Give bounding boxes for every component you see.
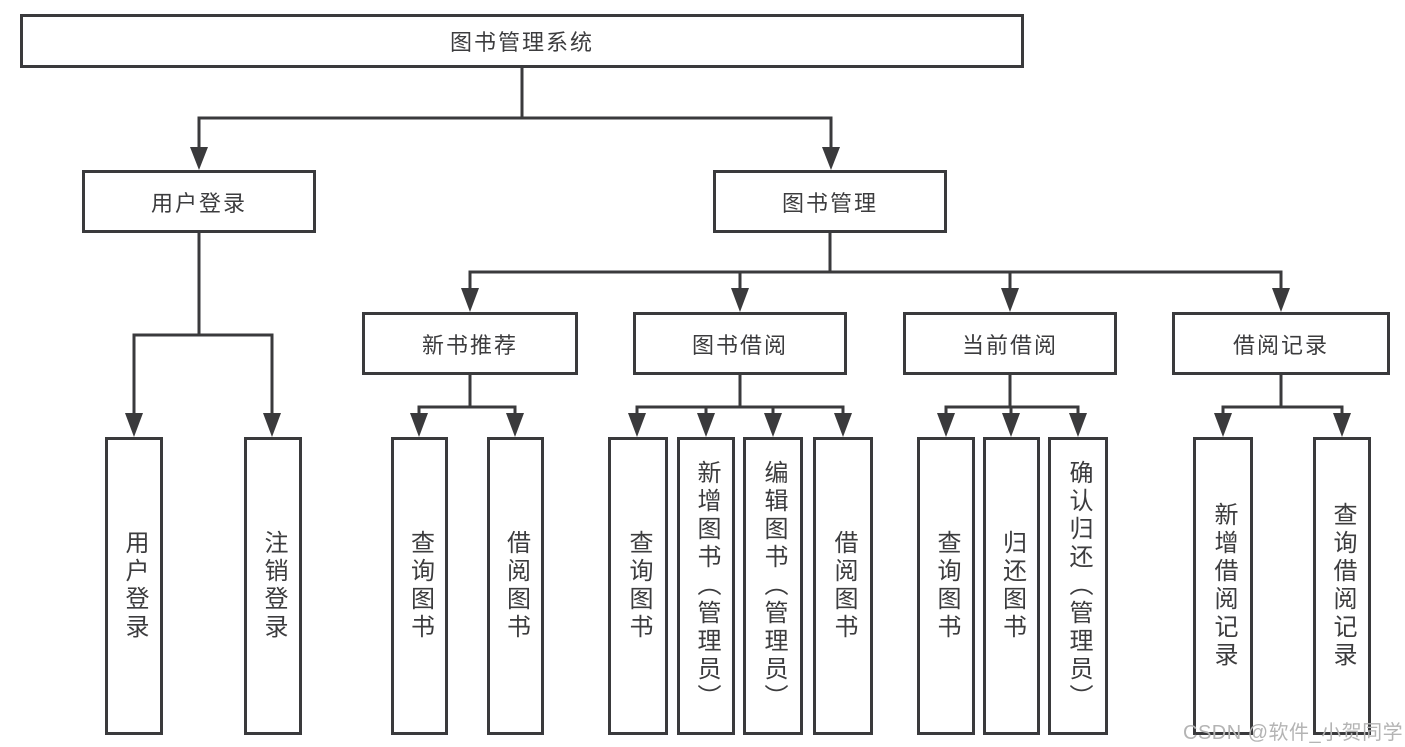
node-current-borrowing-label: 当前借阅 (961, 332, 1058, 358)
arrowhead-icon (190, 147, 208, 170)
leaf-edit-books-admin: 编辑图书（管理员） (743, 437, 803, 735)
node-borrowing-records-label: 借阅记录 (1232, 332, 1329, 358)
node-book-management: 图书管理 (713, 170, 947, 233)
arrowhead-icon (764, 413, 782, 437)
leaf-query-books-2: 查询图书 (608, 437, 668, 735)
arrowhead-icon (731, 288, 749, 312)
node-library-system-label: 图书管理系统 (449, 30, 594, 55)
leaf-borrow-books-1-label: 借阅图书 (502, 530, 530, 642)
leaf-query-books-2-label: 查询图书 (625, 530, 652, 642)
arrowhead-icon (1001, 288, 1019, 312)
leaf-query-books-1: 查询图书 (391, 437, 448, 735)
arrowhead-icon (1069, 413, 1087, 437)
tree-line (132, 66, 1344, 417)
leaf-add-borrow-record-label: 新增借阅记录 (1210, 502, 1237, 670)
leaf-return-books-label: 归还图书 (998, 530, 1026, 642)
arrowhead-icon (1214, 413, 1232, 437)
leaf-edit-books-admin-label: 编辑图书（管理员） (760, 460, 787, 712)
arrowhead-icon (1002, 413, 1020, 437)
arrowhead-icon (506, 413, 524, 437)
arrowhead-icon (628, 413, 646, 437)
node-user-login: 用户登录 (82, 170, 316, 233)
arrowhead-icon (263, 413, 281, 437)
leaf-return-books: 归还图书 (983, 437, 1040, 735)
arrowhead-icon (822, 147, 840, 170)
arrowhead-icon (461, 288, 479, 312)
arrowhead-icon (1272, 288, 1290, 312)
node-user-login-label: 用户登录 (150, 190, 247, 216)
leaf-borrow-books-2: 借阅图书 (813, 437, 873, 735)
leaf-query-borrow-record: 查询借阅记录 (1313, 437, 1371, 735)
arrowhead-icon (410, 413, 428, 437)
leaf-query-books-1-label: 查询图书 (406, 530, 434, 642)
node-borrowing-records: 借阅记录 (1172, 312, 1390, 375)
arrowhead-icon (125, 413, 143, 437)
leaf-confirm-return-admin: 确认归还（管理员） (1048, 437, 1108, 735)
leaf-borrow-books-2-label: 借阅图书 (830, 530, 857, 642)
leaf-add-borrow-record: 新增借阅记录 (1193, 437, 1253, 735)
leaf-logout: 注销登录 (244, 437, 302, 735)
node-new-book-recommend: 新书推荐 (362, 312, 578, 375)
node-new-book-recommend-label: 新书推荐 (421, 332, 518, 358)
leaf-confirm-return-admin-label: 确认归还（管理员） (1065, 460, 1092, 712)
arrowhead-icon (937, 413, 955, 437)
leaf-query-books-3-label: 查询图书 (933, 530, 960, 642)
arrowhead-icon (1333, 413, 1351, 437)
leaf-query-borrow-record-label: 查询借阅记录 (1329, 502, 1356, 670)
node-current-borrowing: 当前借阅 (903, 312, 1117, 375)
leaf-borrow-books-1: 借阅图书 (487, 437, 544, 735)
node-book-borrowing-label: 图书借阅 (691, 332, 788, 358)
leaf-user-login-label: 用户登录 (121, 530, 148, 642)
node-library-system: 图书管理系统 (20, 14, 1024, 68)
leaf-add-books-admin: 新增图书（管理员） (677, 437, 735, 735)
arrowhead-icon (834, 413, 852, 437)
leaf-user-login: 用户登录 (105, 437, 163, 735)
arrowhead-icon (697, 413, 715, 437)
leaf-add-books-admin-label: 新增图书（管理员） (693, 460, 720, 712)
csdn-watermark: CSDN @软件_小贺同学 (1183, 722, 1404, 744)
leaf-logout-label: 注销登录 (260, 530, 287, 642)
node-book-borrowing: 图书借阅 (633, 312, 847, 375)
leaf-query-books-3: 查询图书 (917, 437, 975, 735)
node-book-management-label: 图书管理 (781, 190, 878, 216)
